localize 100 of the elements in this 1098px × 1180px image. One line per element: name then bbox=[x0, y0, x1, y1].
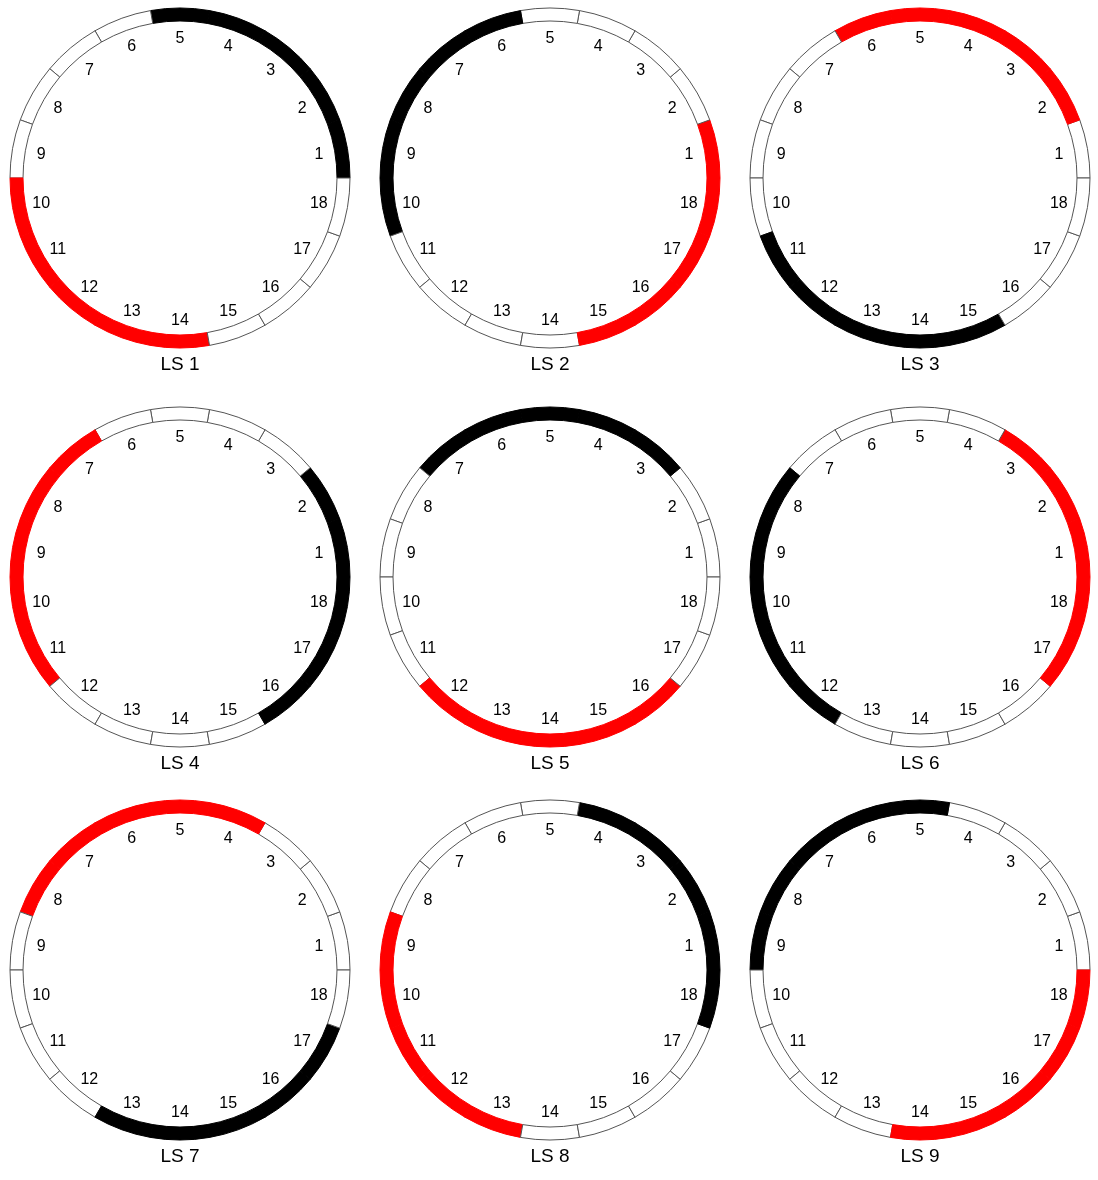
ring-segment bbox=[520, 406, 580, 445]
ring-segment bbox=[150, 406, 210, 445]
segment-number: 18 bbox=[309, 593, 328, 610]
segment-number: 17 bbox=[1033, 639, 1051, 656]
ring-segment bbox=[258, 676, 311, 725]
ring-segment bbox=[464, 10, 524, 54]
segment-number: 16 bbox=[261, 277, 280, 295]
ring-segment bbox=[464, 409, 524, 453]
segment-number: 13 bbox=[862, 701, 881, 718]
segment-number: 17 bbox=[663, 240, 681, 257]
ring-segment bbox=[759, 1023, 807, 1080]
ring-segment bbox=[628, 676, 681, 725]
ring-segment bbox=[749, 576, 791, 636]
ring-segment bbox=[94, 802, 154, 846]
segment-number: 5 bbox=[545, 820, 555, 838]
segment-number: 11 bbox=[49, 639, 67, 656]
segment-number: 16 bbox=[1001, 1069, 1020, 1087]
segment-number: 17 bbox=[663, 639, 681, 656]
ring-segment bbox=[520, 1102, 580, 1141]
ring-segment bbox=[389, 630, 437, 687]
chart-caption: LS 7 bbox=[160, 1145, 200, 1167]
segment-number: 9 bbox=[406, 145, 416, 162]
segment-number: 12 bbox=[80, 676, 99, 694]
chart-caption: LS 3 bbox=[900, 353, 940, 375]
segment-number: 1 bbox=[684, 145, 694, 162]
ring-segment bbox=[150, 7, 210, 46]
segment-number: 3 bbox=[266, 460, 276, 478]
segment-number: 6 bbox=[127, 37, 137, 54]
segment-number: 3 bbox=[636, 61, 646, 79]
ring-segment bbox=[419, 1069, 472, 1118]
segment-number: 10 bbox=[402, 986, 421, 1003]
segment-number: 10 bbox=[772, 593, 791, 610]
segment-number: 3 bbox=[1006, 853, 1016, 871]
segment-number: 9 bbox=[776, 145, 786, 162]
segment-number: 11 bbox=[49, 240, 67, 257]
segment-number: 15 bbox=[589, 302, 608, 319]
segment-number: 11 bbox=[789, 639, 807, 656]
segment-number: 11 bbox=[49, 1032, 67, 1049]
segment-number: 17 bbox=[1033, 240, 1051, 257]
segment-number: 12 bbox=[820, 1069, 839, 1087]
segment-number: 1 bbox=[314, 937, 324, 954]
segment-number: 18 bbox=[679, 986, 698, 1003]
segment-number: 13 bbox=[122, 1094, 141, 1111]
segment-number: 1 bbox=[684, 544, 694, 561]
segment-number: 11 bbox=[419, 1032, 437, 1049]
ring-segment bbox=[19, 860, 63, 917]
segment-number: 1 bbox=[1054, 145, 1064, 162]
segment-number: 6 bbox=[867, 436, 877, 453]
ring-segment bbox=[464, 701, 524, 745]
segment-number: 11 bbox=[789, 1032, 807, 1049]
segment-number: 12 bbox=[80, 1069, 99, 1087]
segment-number: 15 bbox=[219, 302, 238, 319]
ring-segment bbox=[464, 302, 524, 346]
ring-segment bbox=[206, 302, 266, 346]
segment-number: 10 bbox=[32, 986, 51, 1003]
ring-segment bbox=[297, 68, 341, 125]
ring-segment bbox=[759, 630, 807, 687]
ring-segment bbox=[789, 1069, 842, 1118]
ring-segment bbox=[628, 1069, 681, 1118]
segment-number: 1 bbox=[684, 937, 694, 954]
segment-number: 9 bbox=[406, 544, 416, 561]
ring-segment bbox=[464, 1094, 524, 1138]
ring-segment bbox=[258, 429, 311, 478]
ring-segment bbox=[379, 911, 416, 971]
ring-segment bbox=[1049, 576, 1091, 636]
segment-number: 17 bbox=[663, 1032, 681, 1049]
segment-number: 1 bbox=[314, 544, 324, 561]
segment-number: 6 bbox=[497, 829, 507, 846]
segment-number: 5 bbox=[175, 820, 185, 838]
ring-segment bbox=[667, 467, 711, 524]
ring-segment bbox=[309, 177, 351, 237]
segment-number: 7 bbox=[454, 853, 464, 871]
ring-segment bbox=[576, 1094, 636, 1138]
segment-number: 13 bbox=[492, 1094, 511, 1111]
ring-segment bbox=[1054, 518, 1091, 578]
ring-segment bbox=[379, 119, 416, 179]
segment-number: 12 bbox=[450, 676, 469, 694]
ring-segment bbox=[834, 1094, 894, 1138]
segment-number: 4 bbox=[223, 37, 233, 54]
segment-number: 18 bbox=[1049, 194, 1068, 211]
ring-segment bbox=[9, 911, 46, 971]
segment-number: 5 bbox=[915, 28, 925, 46]
ring-segment bbox=[890, 709, 950, 748]
segment-number: 12 bbox=[820, 277, 839, 295]
ring-segment bbox=[9, 177, 51, 237]
ring-segment bbox=[314, 518, 351, 578]
segment-number: 13 bbox=[862, 302, 881, 319]
segment-number: 6 bbox=[867, 829, 877, 846]
ring-segment bbox=[94, 10, 154, 54]
ring-segment bbox=[1049, 969, 1091, 1029]
segment-number: 10 bbox=[32, 194, 51, 211]
segment-number: 12 bbox=[820, 676, 839, 694]
ring-segment bbox=[9, 576, 51, 636]
ring-segment bbox=[206, 802, 266, 846]
segment-number: 8 bbox=[793, 498, 803, 515]
ring-segment bbox=[1037, 467, 1081, 524]
chart-caption: LS 8 bbox=[530, 1145, 570, 1167]
segment-number: 4 bbox=[593, 436, 603, 453]
ring-segment bbox=[946, 1094, 1006, 1138]
chart-caption: LS 2 bbox=[530, 353, 570, 375]
